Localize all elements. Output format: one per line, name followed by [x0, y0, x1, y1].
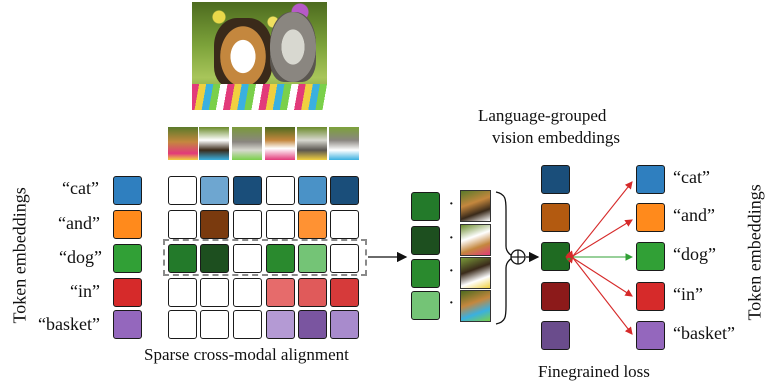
token-label-in: “in”	[70, 281, 100, 301]
right-token-square-cat	[636, 165, 665, 194]
vision-patch-2	[460, 224, 491, 256]
right-token-square-dog	[636, 242, 665, 271]
patch-4	[265, 127, 295, 160]
token-square-basket	[113, 310, 142, 339]
finegrained-loss-caption: Finegrained loss	[538, 362, 650, 381]
right-token-square-basket	[636, 321, 665, 350]
vision-patch-1	[460, 190, 491, 222]
matrix-cell-r0-c2	[233, 176, 262, 205]
token-square-in	[113, 278, 142, 307]
vision-weight-1	[411, 192, 440, 221]
multiply-dot-1: ·	[449, 197, 454, 212]
right-token-label-and: “and”	[673, 205, 715, 225]
grouped-embedding-basket	[541, 321, 570, 350]
striped-basket	[192, 84, 327, 110]
right-token-square-in	[636, 282, 665, 311]
puppy	[214, 18, 272, 88]
token-label-and: “and”	[58, 213, 100, 233]
matrix-cell-r3-c3	[266, 278, 295, 307]
right-token-label-cat: “cat”	[673, 167, 710, 187]
matrix-cell-r0-c0	[168, 176, 197, 205]
token-square-and	[113, 210, 142, 239]
matrix-cell-r4-c1	[200, 310, 229, 339]
token-label-cat: “cat”	[62, 178, 99, 198]
matrix-cell-r2-c5	[330, 244, 359, 273]
multiply-dot-4: ·	[449, 296, 454, 311]
grouped-embedding-cat	[541, 165, 570, 194]
vision-weight-4	[411, 291, 440, 320]
loss-arrows	[565, 181, 634, 335]
matrix-cell-r2-c4	[298, 244, 327, 273]
matrix-cell-r2-c3	[266, 244, 295, 273]
matrix-cell-r0-c4	[298, 176, 327, 205]
language-grouped-caption-line1: Language-grouped	[478, 106, 607, 125]
vision-weight-3	[411, 259, 440, 288]
matrix-cell-r3-c1	[200, 278, 229, 307]
matrix-cell-r4-c2	[233, 310, 262, 339]
token-label-basket: “basket”	[38, 314, 100, 334]
matrix-cell-r3-c0	[168, 278, 197, 307]
patch-3	[232, 127, 262, 160]
matrix-cell-r4-c4	[298, 310, 327, 339]
sparse-alignment-caption: Sparse cross-modal alignment	[144, 345, 349, 364]
dog-row-highlight	[163, 239, 367, 276]
matrix-cell-r4-c5	[330, 310, 359, 339]
main-image	[192, 2, 327, 110]
patch-1	[168, 127, 198, 160]
loss-arrow-and	[565, 219, 633, 263]
vision-patch-3	[460, 257, 491, 289]
patch-2	[199, 127, 229, 160]
matrix-cell-r1-c4	[298, 210, 327, 239]
matrix-cell-r0-c1	[200, 176, 229, 205]
grouped-embedding-dog	[541, 242, 570, 271]
vision-weight-2	[411, 226, 440, 255]
matrix-cell-r0-c5	[330, 176, 359, 205]
matrix-cell-r1-c3	[266, 210, 295, 239]
matrix-cell-r3-c4	[298, 278, 327, 307]
matrix-cell-r1-c1	[200, 210, 229, 239]
vision-patch-4	[460, 290, 491, 322]
language-grouped-caption-line2: vision embeddings	[492, 128, 620, 147]
right-token-label-basket: “basket”	[673, 323, 735, 343]
matrix-cell-r0-c3	[266, 176, 295, 205]
matrix-cell-r4-c0	[168, 310, 197, 339]
token-square-cat	[113, 176, 142, 205]
grouped-embedding-in	[541, 282, 570, 311]
matrix-cell-r2-c1	[200, 244, 229, 273]
matrix-cell-r1-c0	[168, 210, 197, 239]
right-token-square-and	[636, 203, 665, 232]
right-token-label-in: “in”	[673, 284, 703, 304]
multiply-dot-3: ·	[449, 264, 454, 279]
patch-5	[297, 127, 327, 160]
loss-arrow-cat	[565, 181, 633, 264]
matrix-cell-r3-c5	[330, 278, 359, 307]
patch-6	[329, 127, 359, 160]
matrix-cell-r1-c5	[330, 210, 359, 239]
matrix-cell-r2-c0	[168, 244, 197, 273]
matrix-cell-r1-c2	[233, 210, 262, 239]
matrix-cell-r2-c2	[233, 244, 262, 273]
matrix-cell-r3-c2	[233, 278, 262, 307]
token-label-dog: “dog”	[59, 247, 102, 267]
matrix-cell-r4-c3	[266, 310, 295, 339]
token-square-dog	[113, 244, 142, 273]
loss-arrow-in	[565, 251, 633, 297]
kitten	[270, 12, 316, 82]
loss-arrow-basket	[565, 250, 633, 335]
right-token-label-dog: “dog”	[673, 244, 716, 264]
multiply-dot-2: ·	[449, 231, 454, 246]
